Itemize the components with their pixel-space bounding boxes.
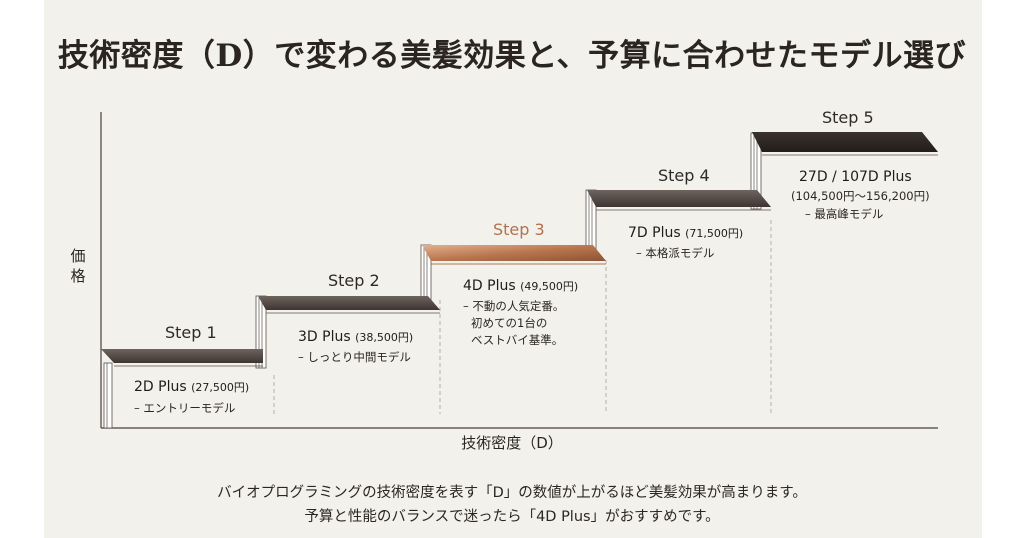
step-3-desc-line-1: – 不動の人気定番。 (463, 299, 565, 313)
step-4-tread (587, 190, 771, 211)
step-1-model: 2D Plus (27,500円) (134, 379, 250, 395)
step-3-model: 4D Plus (49,500円) (463, 278, 579, 294)
step-1-desc: – エントリーモデル (134, 401, 236, 415)
step-5-label: Step 5 (822, 108, 874, 127)
step-2-model: 3D Plus (38,500円) (298, 329, 414, 345)
step-1-tread (101, 349, 263, 367)
step-3-label: Step 3 (493, 220, 545, 239)
step-5-model: 27D / 107D Plus (799, 169, 912, 185)
step-1-label: Step 1 (165, 323, 217, 342)
step-4-label: Step 4 (658, 166, 710, 185)
page-title: 技術密度（D）で変わる美髪効果と、予算に合わせたモデル選び (57, 38, 967, 74)
step-5-desc: – 最高峰モデル (805, 207, 884, 221)
step-3-desc-line-2: 初めての1台の (471, 316, 548, 330)
step-3-tread (422, 245, 606, 265)
step-3-desc-line-3: ベストバイ基準。 (471, 333, 564, 347)
caption-line-1: バイオプログラミングの技術密度を表す「D」の数値が上がるほど美髪効果が高まります… (217, 485, 807, 501)
step-4-desc: – 本格派モデル (636, 246, 715, 260)
step-2-label: Step 2 (328, 271, 380, 290)
y-axis-label: 価格 (70, 247, 86, 285)
diagram-canvas (44, 0, 982, 538)
step-5-price: (104,500円〜156,200円) (791, 189, 930, 203)
step-2-desc: – しっとり中間モデル (298, 350, 411, 364)
caption-line-2: 予算と性能のバランスで迷ったら「4D Plus」がおすすめです。 (304, 509, 720, 525)
step-5-tread (752, 132, 938, 156)
x-axis-label: 技術密度（D） (461, 434, 563, 452)
step-4-model: 7D Plus (71,500円) (628, 225, 744, 241)
step-2-tread (258, 296, 440, 314)
